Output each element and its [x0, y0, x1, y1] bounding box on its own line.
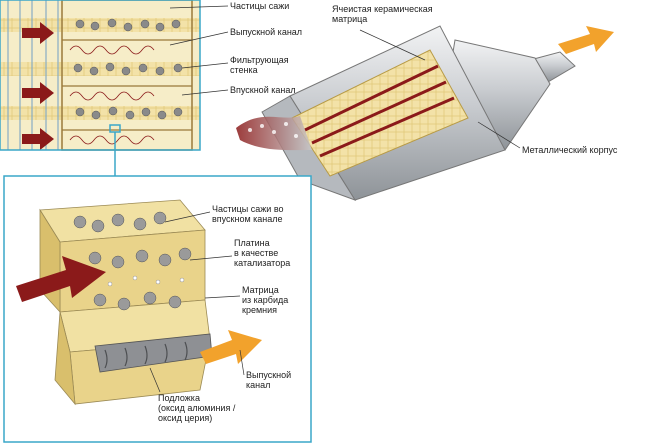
label-inlet-channel: Впускной канал — [230, 85, 296, 95]
label-platinum-catalyst: Платина в качестве катализатора — [234, 238, 290, 268]
label-filter-wall: Фильтрующая стенка — [230, 55, 289, 75]
filter-assembly — [236, 26, 614, 200]
label-substrate: Подложка (оксид алюминия / оксид церия) — [158, 393, 235, 423]
top-left-cross-section — [0, 0, 200, 150]
label-outlet-channel: Выпускной канал — [230, 27, 302, 37]
label-ceramic-matrix: Ячеистая керамическая матрица — [332, 4, 433, 24]
outlet-arrow-top — [558, 26, 614, 54]
label-metal-housing: Металлический корпус — [522, 145, 617, 155]
label-soot-particles: Частицы сажи — [230, 1, 289, 11]
label-soot-in-inlet: Частицы сажи во впускном канале — [212, 204, 284, 224]
label-outlet-channel-detail: Выпускной канал — [246, 370, 291, 390]
label-sic-matrix: Матрица из карбида кремния — [242, 285, 288, 315]
